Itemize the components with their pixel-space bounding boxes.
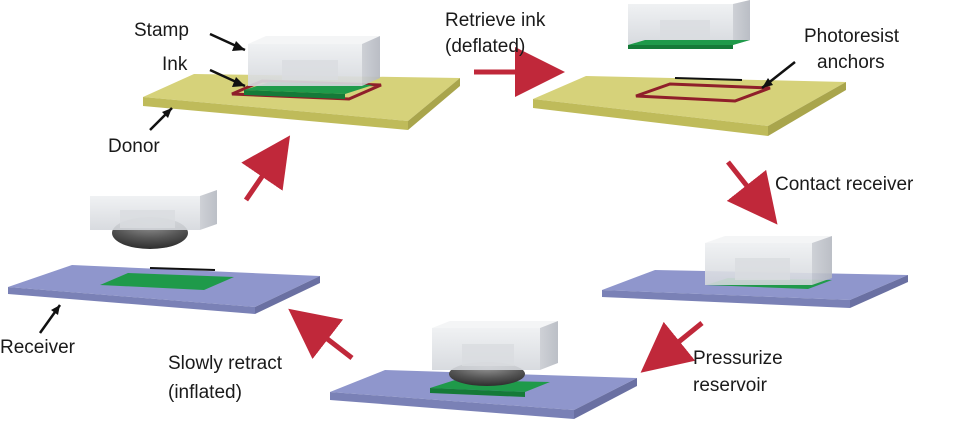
receiver-substrate bbox=[8, 265, 320, 314]
label-anchors-line2: anchors bbox=[817, 52, 885, 73]
stage-contact-receiver bbox=[602, 236, 908, 308]
label-receiver: Receiver bbox=[0, 337, 75, 358]
stage-stamp-on-donor bbox=[143, 36, 460, 130]
stage-retract bbox=[8, 190, 320, 314]
label-retract-line2: (inflated) bbox=[168, 382, 242, 403]
label-pressurize-line1: Pressurize bbox=[693, 348, 783, 369]
stamp-3 bbox=[705, 236, 832, 285]
pointer-receiver-head bbox=[51, 305, 60, 315]
process-arrows bbox=[241, 47, 778, 373]
stamp-2 bbox=[628, 0, 750, 49]
pointer-ink-head bbox=[232, 77, 245, 87]
ink-layer-5 bbox=[100, 267, 234, 290]
pointer-lines bbox=[38, 32, 796, 334]
label-pressurize-line2: reservoir bbox=[693, 375, 767, 396]
photoresist-anchor-2 bbox=[635, 77, 771, 103]
stamp-1 bbox=[248, 36, 380, 86]
pointer-donor-head bbox=[162, 108, 172, 118]
label-retract-line1: Slowly retract bbox=[168, 353, 283, 374]
ink-layer-4 bbox=[430, 380, 550, 397]
stage-retrieved bbox=[533, 0, 846, 136]
pointer-stamp-head bbox=[232, 41, 245, 51]
label-anchors-line1: Photoresist bbox=[804, 26, 900, 47]
label-retrieve-line1: Retrieve ink bbox=[445, 10, 546, 31]
stamp-5 bbox=[90, 190, 217, 249]
label-retrieve-line2: (deflated) bbox=[445, 36, 526, 57]
label-donor: Donor bbox=[108, 136, 160, 157]
arrow-pressurize bbox=[640, 321, 704, 373]
arrow-contact bbox=[726, 160, 778, 225]
label-ink: Ink bbox=[162, 54, 188, 75]
stage-pressurize bbox=[330, 321, 637, 419]
arrow-retract bbox=[288, 308, 354, 360]
stamp-4 bbox=[432, 321, 558, 386]
label-stamp: Stamp bbox=[134, 20, 189, 41]
pointer-anchors-head bbox=[762, 78, 773, 88]
label-contact: Contact receiver bbox=[775, 174, 914, 195]
arrow-return bbox=[241, 135, 291, 202]
